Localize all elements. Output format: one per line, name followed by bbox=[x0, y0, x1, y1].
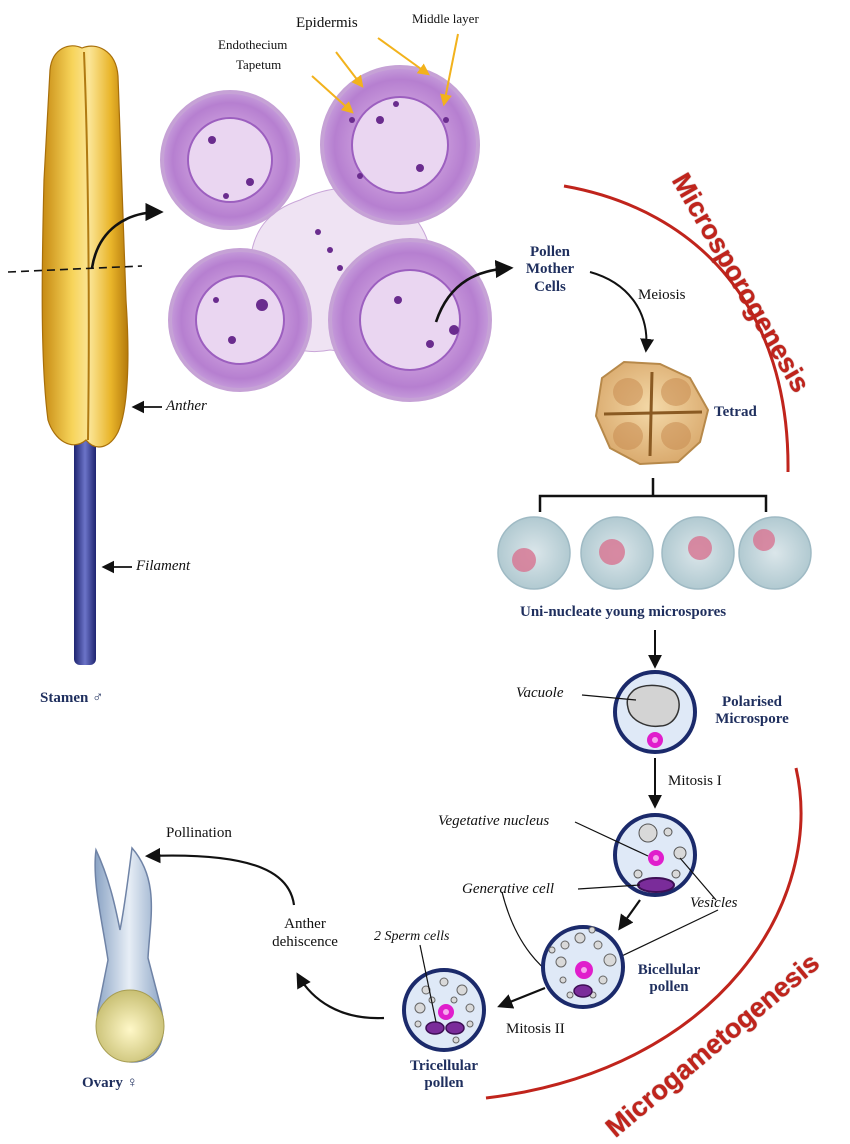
vesicles-leader-1 bbox=[679, 857, 717, 901]
label-epidermis: Epidermis bbox=[296, 15, 358, 31]
microgametogenesis-arc bbox=[485, 767, 803, 1100]
tetrad-bracket bbox=[538, 478, 768, 512]
label-anther-dehiscence: Anther dehiscence bbox=[272, 916, 338, 950]
polarised-microspore-cell bbox=[581, 670, 697, 754]
sperm-cells-leader bbox=[419, 944, 437, 1023]
to-bicellular-arrow bbox=[618, 899, 641, 931]
cut-line bbox=[7, 265, 143, 273]
label-meiosis: Meiosis bbox=[638, 287, 686, 303]
tricellular-pollen-cell bbox=[402, 944, 486, 1052]
filament-shape bbox=[74, 420, 96, 665]
microsporogenesis-arc bbox=[563, 184, 790, 473]
label-generative-cell: Generative cell bbox=[462, 881, 555, 897]
pollination-arrow bbox=[144, 847, 296, 906]
label-stamen: Stamen ♂ bbox=[40, 690, 104, 706]
label-pollination: Pollination bbox=[166, 825, 232, 841]
label-middle-layer: Middle layer bbox=[412, 11, 479, 26]
mitosis1-cell bbox=[501, 813, 719, 989]
label-tricellular-pollen: Tricellular pollen bbox=[409, 1058, 479, 1092]
label-ovary: Ovary ♀ bbox=[82, 1075, 138, 1091]
anther-to-section-arrow bbox=[90, 202, 164, 269]
label-bicellular-pollen: Bicellular pollen bbox=[637, 962, 701, 996]
label-tetrad: Tetrad bbox=[714, 404, 757, 420]
bicellular-pollen-cell bbox=[541, 925, 625, 1009]
label-tapetum: Tapetum bbox=[236, 57, 282, 72]
label-vacuole: Vacuole bbox=[516, 685, 564, 701]
tetrad-illustration bbox=[594, 360, 710, 466]
vesicles-leader-2 bbox=[604, 909, 719, 965]
label-vesicles: Vesicles bbox=[690, 895, 738, 911]
microspore-1 bbox=[497, 516, 571, 590]
mitosis2-arrow bbox=[497, 986, 546, 1009]
label-pollen-mother-cells: Pollen Mother Cells bbox=[525, 244, 575, 295]
vacuole-leader bbox=[581, 694, 637, 701]
label-mitosis1: Mitosis I bbox=[668, 773, 722, 789]
section-to-pmc-arrow bbox=[434, 259, 514, 323]
label-microspores: Uni-nucleate young microspores bbox=[520, 604, 727, 620]
label-polarised-microspore: Polarised Microspore bbox=[715, 694, 789, 728]
vegetative-nucleus-leader bbox=[574, 821, 649, 857]
anther-shape bbox=[41, 45, 129, 448]
stamen-illustration bbox=[7, 45, 164, 665]
label-anther: Anther bbox=[166, 398, 207, 414]
label-endothecium: Endothecium bbox=[218, 37, 288, 52]
label-mitosis2: Mitosis II bbox=[506, 1021, 565, 1037]
generative-cell-leader bbox=[577, 884, 641, 890]
anther-cross-section bbox=[160, 65, 514, 402]
label-filament: Filament bbox=[136, 558, 191, 574]
meiosis-arrow bbox=[589, 271, 655, 353]
microspores-row bbox=[497, 516, 812, 590]
to-dehiscence-arrow bbox=[296, 972, 385, 1020]
label-vegetative-nucleus: Vegetative nucleus bbox=[438, 813, 550, 829]
ovary-illustration bbox=[94, 846, 165, 1063]
label-sperm-cells: 2 Sperm cells bbox=[374, 929, 450, 944]
microspore-4 bbox=[738, 516, 812, 590]
layer-leader-lines bbox=[311, 33, 459, 114]
